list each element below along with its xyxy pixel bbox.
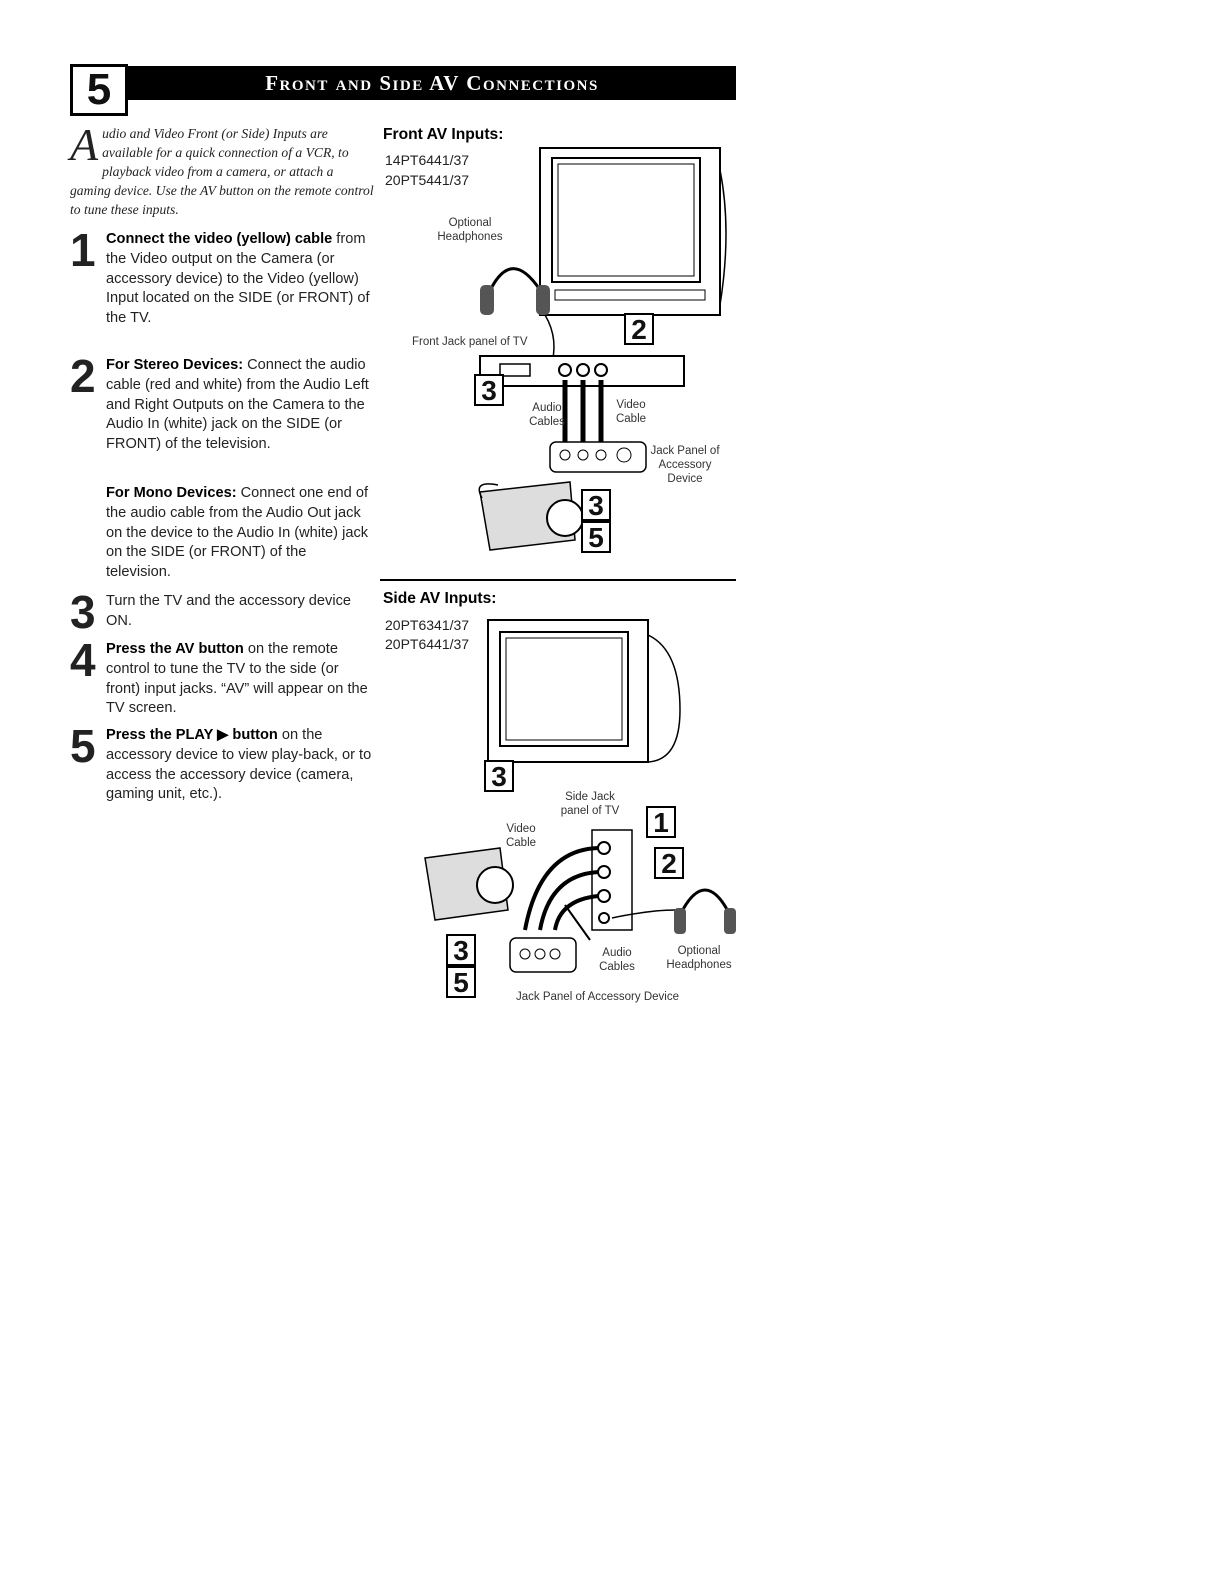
step-text: Connect one end of the audio cable from … [106, 485, 369, 581]
front-model-2: 20PT5441/37 [385, 172, 470, 188]
section-divider [380, 579, 736, 581]
step-1: 1 Connect the video (yellow) cable from … [70, 224, 375, 329]
step-number: 5 [70, 720, 96, 772]
step-heading: Connect the video (yellow) cable [106, 231, 333, 247]
side-device-panel-label: Jack Panel of Accessory Device [516, 991, 679, 1003]
step-text: on the accessory device to view play-bac… [106, 727, 372, 803]
step-5: 5 Press the PLAY ▶ button on the accesso… [70, 720, 375, 805]
callout-2: 2 [624, 313, 654, 345]
intro-drop-cap: A [70, 119, 99, 170]
callout-5: 5 [446, 966, 476, 998]
callout-5: 5 [581, 521, 611, 553]
step-number: 2 [70, 350, 96, 402]
headphones-icon [480, 267, 555, 371]
step-heading: Press the AV button [106, 641, 244, 657]
camcorder-illustration [424, 847, 514, 921]
side-model-2: 20PT6441/37 [385, 636, 470, 652]
step-text: on the remote control to tune the TV to … [106, 641, 368, 717]
callout-3: 3 [581, 489, 611, 521]
callout-1: 1 [646, 806, 676, 838]
section-number: 5 [86, 65, 112, 114]
camcorder-illustration [478, 481, 584, 551]
intro-text: udio and Video Front (or Side) Inputs ar… [70, 126, 374, 217]
section-title-bar: Front and Side AV Connections [128, 66, 736, 100]
section-number-box: 5 [70, 64, 128, 116]
section-title: Front and Side AV Connections [265, 70, 599, 95]
step-heading: Press the PLAY ▶ button [106, 727, 278, 743]
accessory-jack-panel [549, 441, 647, 473]
step-text: Turn the TV and the accessory device ON. [106, 593, 351, 629]
front-audio-cables-label: Audio Cables [529, 402, 565, 428]
step-number: 1 [70, 224, 96, 276]
step-2: 2 For Stereo Devices: Connect the audio … [70, 350, 375, 455]
front-connection-diagram [478, 147, 727, 551]
step-number: 4 [70, 634, 96, 686]
front-video-cable-label: Video Cable [615, 399, 647, 425]
tv-side-illustration [487, 619, 681, 763]
step-2-mono: For Mono Devices: Connect one end of the… [70, 484, 375, 583]
side-section-title: Side AV Inputs: [383, 590, 497, 607]
step-heading: For Stereo Devices: [106, 357, 244, 373]
side-headphones-label: Optional Headphones [666, 945, 732, 971]
front-device-panel-label: Jack Panel of Accessory Device [650, 445, 720, 485]
accessory-jack-panel [509, 937, 577, 973]
side-jack-panel-label: Side Jack panel of TV [560, 791, 620, 817]
callout-3: 3 [474, 374, 504, 406]
side-video-cable-label: Video Cable [505, 823, 537, 849]
step-heading: For Mono Devices: [106, 485, 237, 501]
front-section-title: Front AV Inputs: [383, 126, 504, 143]
callout-2: 2 [654, 847, 684, 879]
side-connection-diagram [424, 619, 736, 973]
step-number: 3 [70, 586, 96, 638]
front-jack-panel-label: Front Jack panel of TV [412, 336, 528, 348]
step-text: from the Video output on the Camera (or … [106, 231, 370, 327]
step-4: 4 Press the AV button on the remote cont… [70, 634, 375, 719]
front-model-1: 14PT6441/37 [385, 152, 470, 168]
headphones-icon [674, 888, 736, 934]
tv-front-illustration [539, 147, 727, 316]
side-audio-cables-label: Audio Cables [599, 947, 635, 973]
step-3: 3 Turn the TV and the accessory device O… [70, 586, 375, 638]
front-headphones-label: Optional Headphones [437, 217, 503, 243]
side-model-1: 20PT6341/37 [385, 617, 470, 633]
callout-3: 3 [484, 760, 514, 792]
callout-3: 3 [446, 934, 476, 966]
step-text: Connect the audio cable (red and white) … [106, 357, 369, 453]
